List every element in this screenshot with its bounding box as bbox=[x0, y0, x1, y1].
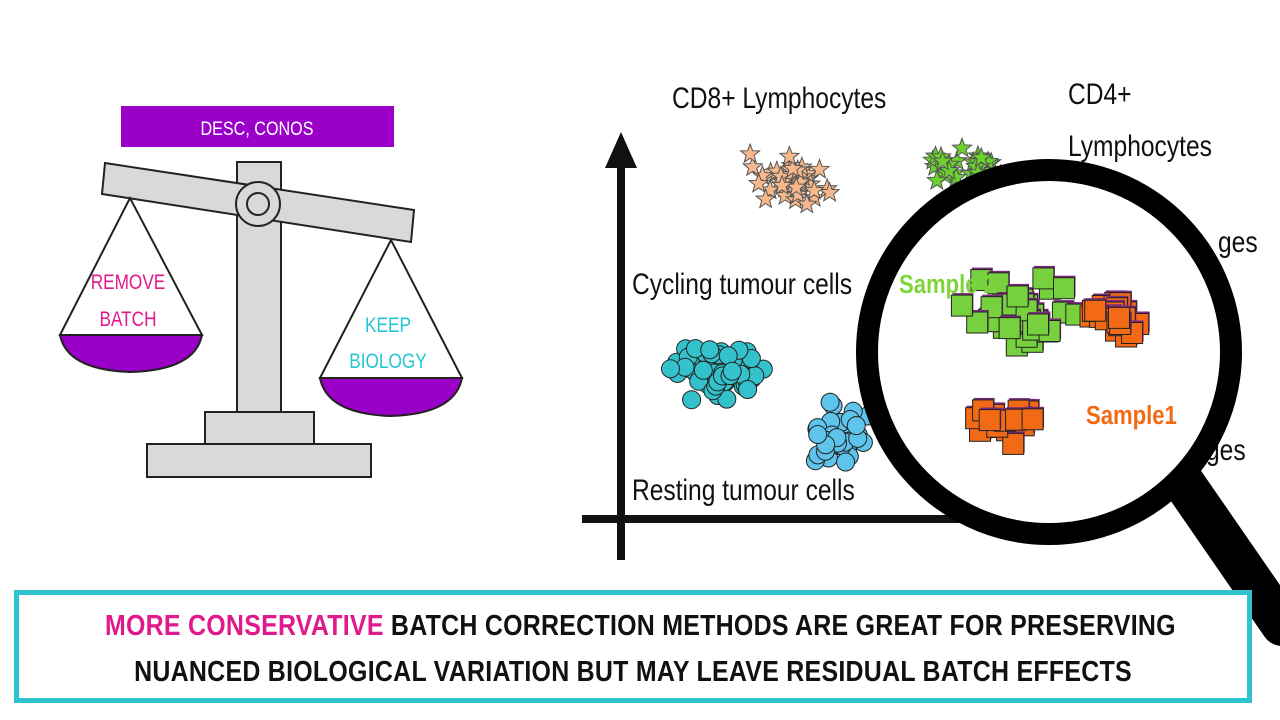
cd8-lymphocyte-cluster bbox=[739, 142, 841, 214]
cd8-star bbox=[808, 158, 831, 179]
cd8-star bbox=[787, 183, 809, 204]
right-pan-label-line2: BIOLOGY bbox=[349, 351, 427, 374]
sample2-square bbox=[1053, 277, 1075, 300]
caption-line-1-rest: BATCH CORRECTION METHODS ARE GREAT FOR P… bbox=[383, 610, 1176, 642]
scale-base bbox=[146, 443, 372, 478]
sample1-square bbox=[1021, 408, 1044, 431]
sample2-square bbox=[966, 311, 989, 334]
cd8-star bbox=[778, 145, 801, 166]
cycling-cell bbox=[722, 361, 742, 381]
plot-axes bbox=[582, 132, 1010, 560]
left-pan: REMOVE BATCH bbox=[58, 195, 204, 374]
sample1-square bbox=[1108, 306, 1130, 329]
magnifier-lens bbox=[856, 159, 1242, 545]
resting-tumour-cluster bbox=[805, 392, 877, 472]
cd8-star bbox=[771, 174, 793, 195]
cd8-star bbox=[739, 142, 761, 164]
y-axis-arrowhead bbox=[605, 132, 637, 168]
cycling-label: Cycling tumour cells bbox=[632, 267, 852, 301]
cd4-star bbox=[938, 159, 961, 181]
sample1-square bbox=[1084, 299, 1107, 322]
caption-highlight: MORE CONSERVATIVE bbox=[104, 610, 384, 642]
sample2-cluster bbox=[950, 265, 1088, 357]
cd8-star bbox=[803, 179, 825, 200]
cd8-star bbox=[781, 157, 804, 178]
sample2-square bbox=[1027, 313, 1049, 336]
resting-cell bbox=[820, 392, 840, 412]
sample1-label: Sample1 bbox=[1086, 401, 1177, 430]
plot-labels-front: Cycling tumour cells Resting tumour cell… bbox=[632, 267, 855, 507]
caption-box: MORE CONSERVATIVE BATCH CORRECTION METHO… bbox=[14, 590, 1252, 703]
cd8-star bbox=[741, 155, 764, 177]
left-pan-label-line1: REMOVE bbox=[91, 272, 166, 295]
right-pan-label-line1: KEEP bbox=[365, 315, 411, 338]
sample2-square bbox=[1006, 285, 1029, 308]
scale-banner bbox=[121, 106, 394, 147]
cd8-star bbox=[796, 192, 818, 214]
sample2-label: Sample 2 bbox=[899, 270, 996, 299]
sample2-square bbox=[998, 317, 1021, 340]
cd4-star bbox=[951, 136, 973, 158]
cd4-star bbox=[925, 169, 948, 190]
macrophages-label-top: ges bbox=[1218, 225, 1258, 259]
cycling-cell bbox=[700, 340, 720, 360]
cycling-cell bbox=[738, 380, 758, 399]
caption-line-2: NUANCED BIOLOGICAL VARIATION BUT MAY LEA… bbox=[134, 656, 1132, 688]
magnifier-handle bbox=[1154, 449, 1280, 646]
cycling-tumour-cluster bbox=[661, 339, 773, 410]
scale-base-upper bbox=[204, 411, 315, 445]
cycling-cell bbox=[661, 359, 680, 379]
cd4-label-line2: Lymphocytes bbox=[1068, 129, 1212, 163]
cycling-cell bbox=[693, 360, 713, 380]
sample1-square bbox=[1002, 432, 1025, 455]
cycling-cell bbox=[682, 390, 702, 410]
cd4-star bbox=[931, 149, 954, 171]
cd8-star bbox=[754, 187, 777, 209]
resting-cell bbox=[836, 452, 856, 472]
right-pan: KEEP BIOLOGY bbox=[318, 237, 464, 418]
resting-cell bbox=[808, 425, 828, 444]
balance-scale: DESC, CONOS REMOVE BATCH KEEP BIOLOGY bbox=[58, 106, 464, 478]
scale-banner-text: DESC, CONOS bbox=[200, 118, 313, 140]
resting-cell bbox=[846, 416, 866, 436]
caption-line-1: MORE CONSERVATIVE BATCH CORRECTION METHO… bbox=[104, 603, 1176, 649]
cd4-label-line1: CD4+ bbox=[1068, 77, 1132, 111]
cd4-star bbox=[970, 146, 993, 168]
plot-labels: CD8+ Lymphocytes CD4+ Lymphocytes ges ge… bbox=[672, 77, 1258, 467]
magnifying-glass: Sample 2 Sample1 bbox=[856, 159, 1280, 646]
cd8-label: CD8+ Lymphocytes bbox=[672, 81, 886, 115]
cd8-star bbox=[747, 172, 770, 193]
sample2-square bbox=[1032, 267, 1055, 290]
cycling-cell bbox=[718, 346, 738, 366]
cd8-star bbox=[818, 181, 841, 203]
left-pan-label-line2: BATCH bbox=[99, 309, 156, 332]
sample1-square bbox=[978, 409, 1001, 432]
scale-pivot-inner bbox=[246, 192, 270, 216]
sample1-cluster bbox=[965, 290, 1150, 455]
resting-label: Resting tumour cells bbox=[632, 473, 855, 507]
sample2-square bbox=[950, 294, 973, 317]
